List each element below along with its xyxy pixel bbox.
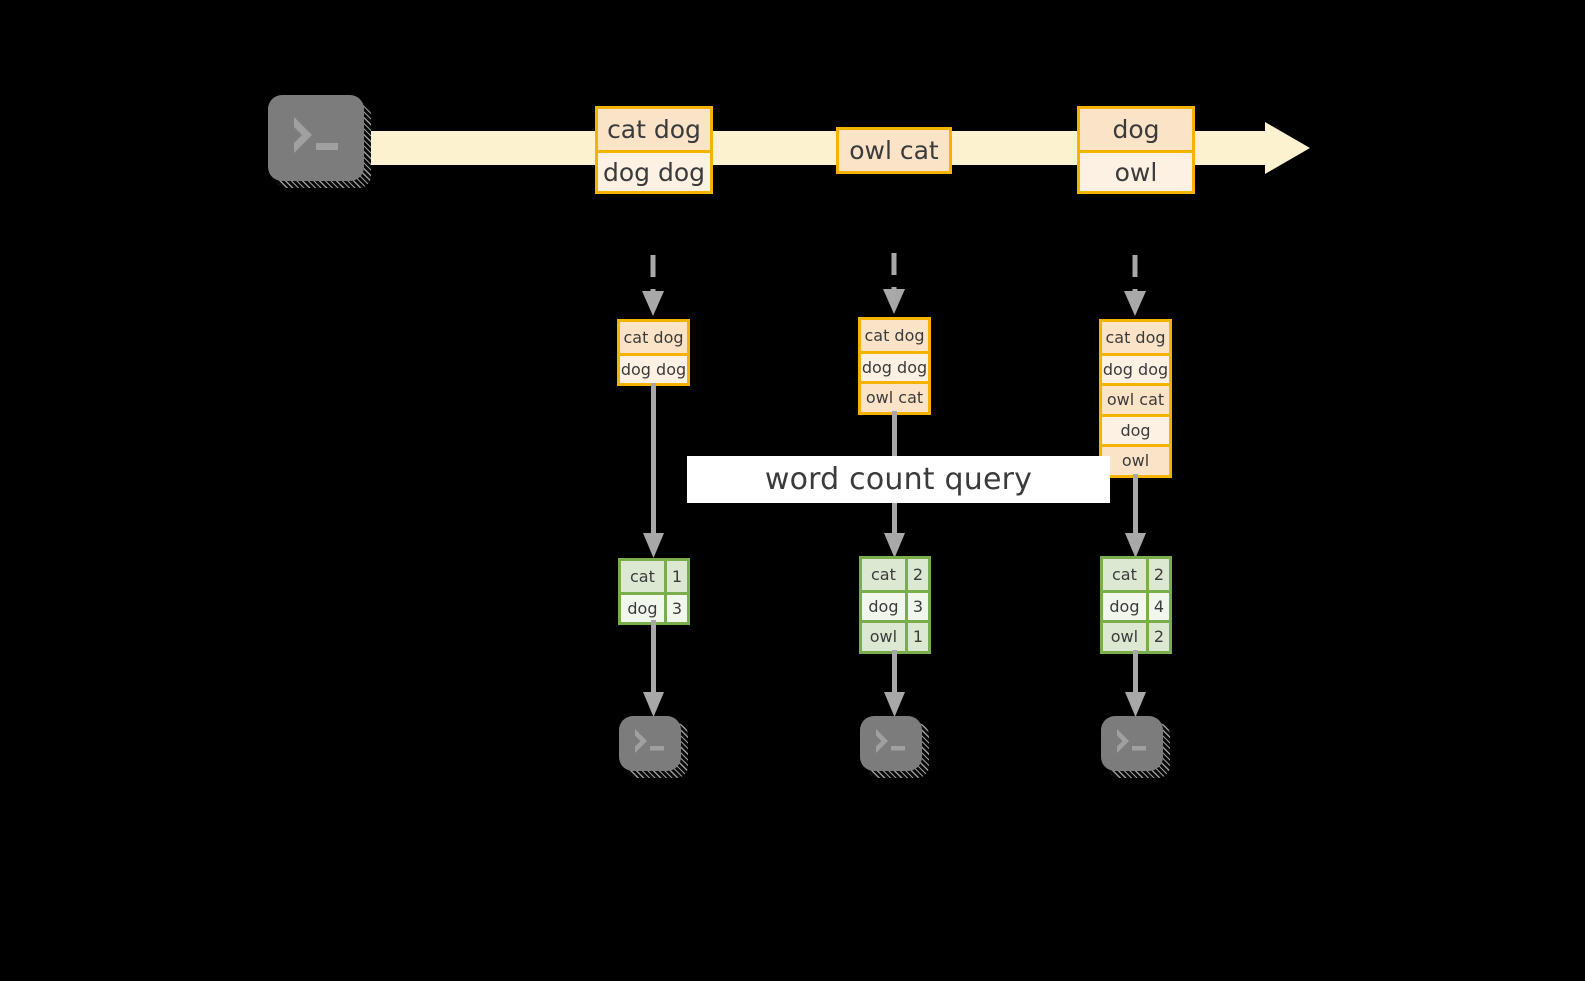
query-label-band: word count query [687, 456, 1110, 503]
query-connector-1 [642, 383, 665, 559]
result-count: 1 [663, 561, 687, 592]
terminal-body [268, 95, 364, 181]
input-line: owl cat [861, 381, 928, 412]
terminal-body [1101, 716, 1163, 771]
dashed-connector-3 [1123, 255, 1147, 317]
snapshot-1-input: cat dog dog dog [617, 319, 690, 386]
input-line: dog dog [620, 352, 687, 383]
sink-connector-2 [883, 650, 906, 718]
table-row: cat 2 [862, 559, 928, 590]
record-line: owl [1080, 150, 1192, 191]
snapshot-2-sink-terminal-icon [860, 716, 929, 778]
result-word: cat [621, 561, 664, 592]
stream-record-3: dog owl [1077, 106, 1195, 194]
source-terminal-icon [268, 95, 371, 188]
result-count: 1 [904, 623, 928, 651]
result-count: 3 [904, 592, 928, 620]
terminal-prompt-glyph [860, 716, 922, 771]
input-line: cat dog [861, 320, 928, 351]
table-row: owl 2 [1103, 620, 1169, 651]
result-count: 2 [1145, 623, 1169, 651]
table-row: cat 1 [621, 561, 687, 592]
terminal-prompt-glyph [619, 716, 681, 771]
input-line: cat dog [1102, 322, 1169, 353]
result-count: 4 [1145, 592, 1169, 620]
result-word: owl [862, 623, 905, 651]
record-line: dog dog [598, 150, 710, 191]
result-word: dog [862, 592, 905, 620]
table-row: dog 3 [862, 589, 928, 620]
input-line: owl [1102, 444, 1169, 475]
result-word: cat [862, 559, 905, 590]
table-row: owl 1 [862, 620, 928, 651]
input-line: dog dog [1102, 352, 1169, 383]
result-count: 2 [904, 559, 928, 590]
dashed-connector-2 [882, 253, 906, 315]
snapshot-1-result-table: cat 1 dog 3 [618, 558, 690, 625]
input-line: owl cat [1102, 383, 1169, 414]
query-connector-3 [1124, 474, 1147, 559]
table-row: dog 3 [621, 591, 687, 622]
result-word: dog [621, 594, 664, 622]
terminal-body [860, 716, 922, 771]
result-word: dog [1103, 592, 1146, 620]
snapshot-3-result-table: cat 2 dog 4 owl 2 [1100, 556, 1172, 654]
stream-record-2: owl cat [836, 127, 952, 174]
input-line: dog [1102, 413, 1169, 444]
terminal-prompt-glyph [1101, 716, 1163, 771]
record-line: cat dog [598, 109, 710, 150]
snapshot-2-input: cat dog dog dog owl cat [858, 317, 931, 415]
result-word: owl [1103, 623, 1146, 651]
snapshot-2-result-table: cat 2 dog 3 owl 1 [859, 556, 931, 654]
table-row: dog 4 [1103, 589, 1169, 620]
stream-record-1: cat dog dog dog [595, 106, 713, 194]
dashed-connector-1 [641, 255, 665, 317]
input-line: dog dog [861, 350, 928, 381]
terminal-prompt-glyph [268, 95, 364, 181]
record-line: dog [1080, 109, 1192, 150]
result-count: 2 [1145, 559, 1169, 590]
record-line: owl cat [839, 130, 949, 171]
result-word: cat [1103, 559, 1146, 590]
table-row: cat 2 [1103, 559, 1169, 590]
result-count: 3 [663, 594, 687, 622]
terminal-body [619, 716, 681, 771]
snapshot-3-sink-terminal-icon [1101, 716, 1170, 778]
query-label-text: word count query [764, 462, 1033, 497]
sink-connector-1 [642, 620, 665, 718]
input-line: cat dog [620, 322, 687, 353]
snapshot-3-input: cat dog dog dog owl cat dog owl [1099, 319, 1172, 478]
snapshot-1-sink-terminal-icon [619, 716, 688, 778]
sink-connector-3 [1124, 650, 1147, 718]
